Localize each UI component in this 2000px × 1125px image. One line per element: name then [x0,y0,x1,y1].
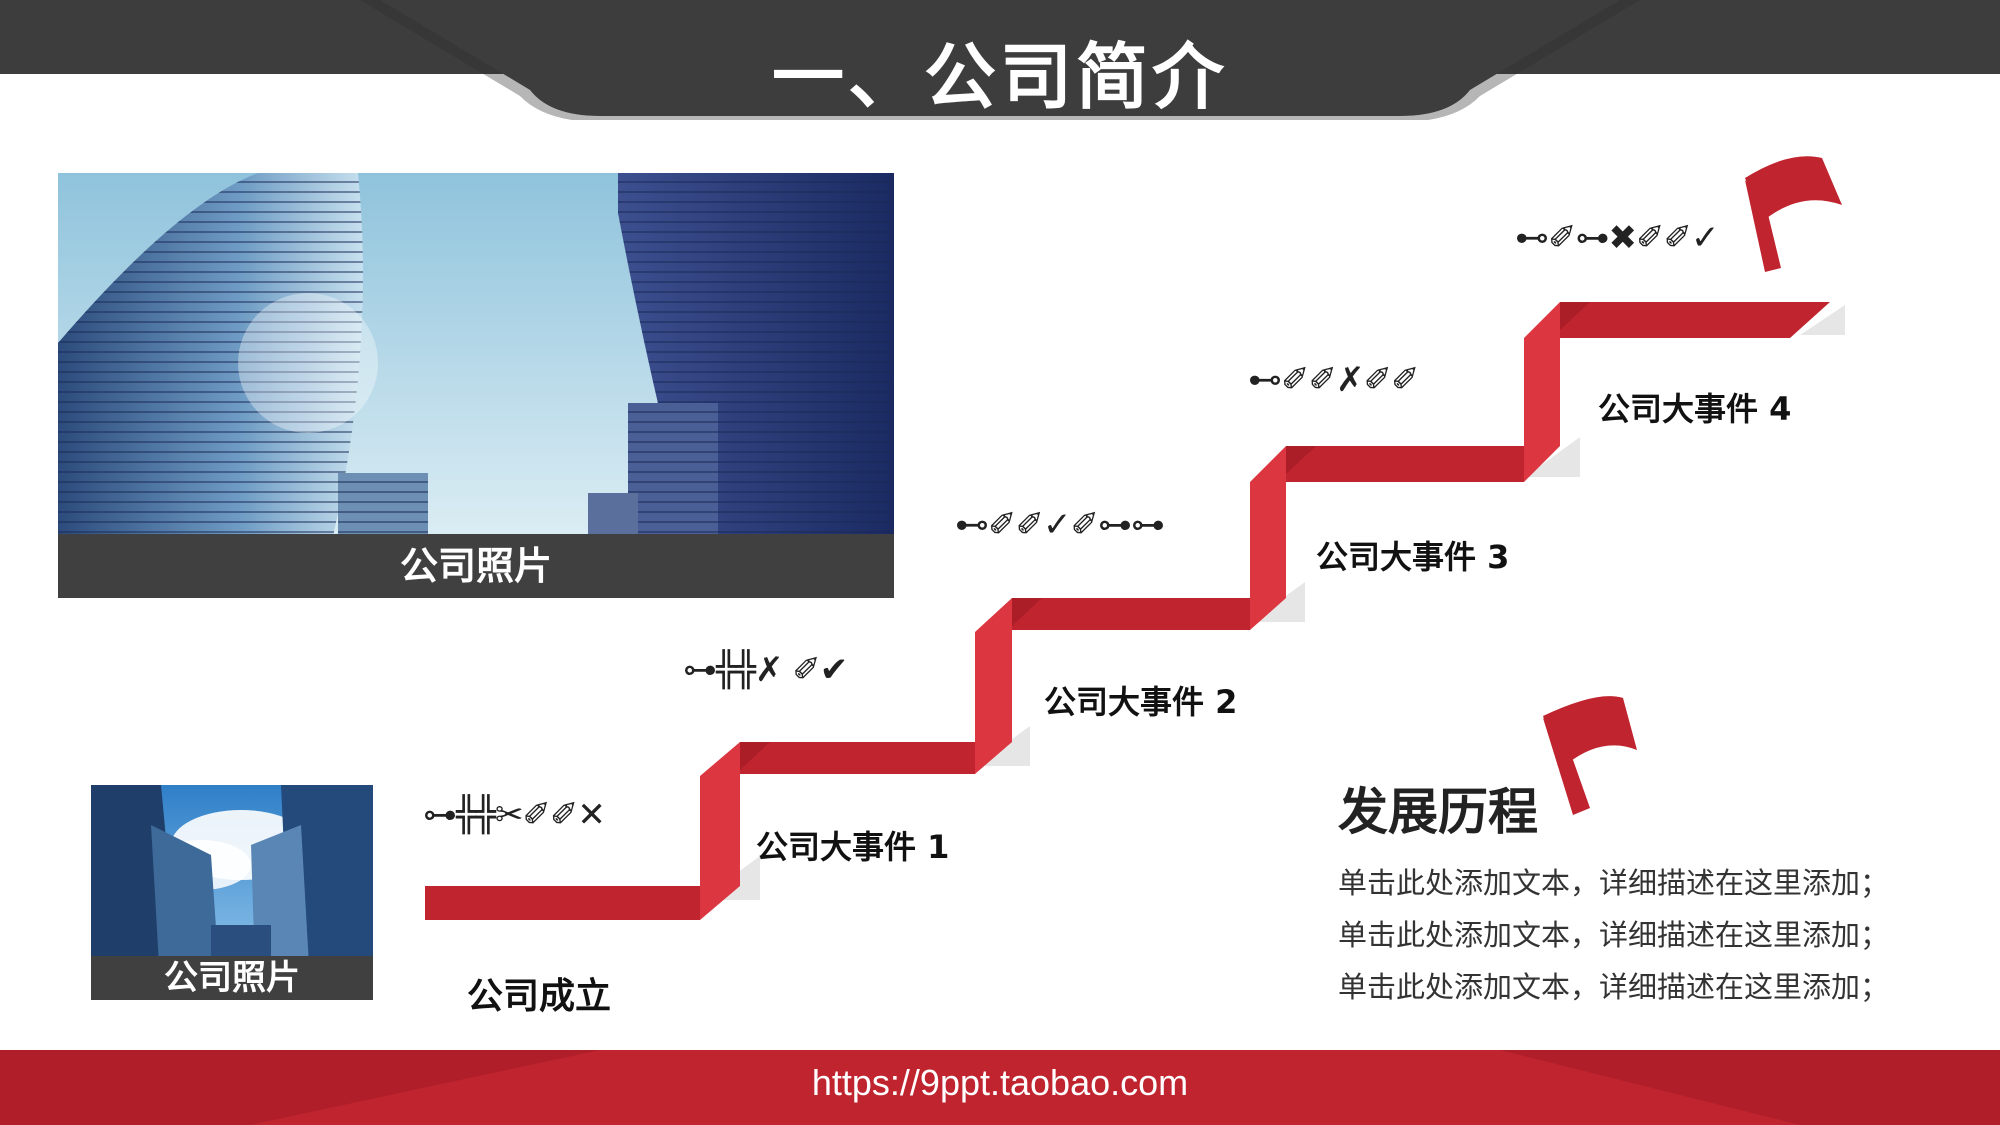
header-banner [0,0,2000,120]
decorative-glyphs: ⊷✐✐✓✐⊶⊶ [955,505,1165,545]
timeline-event-label: 公司大事件 2 [1044,683,1238,721]
flag-icon [1745,156,1842,272]
history-title: 发展历程 [1338,783,1538,841]
decorative-glyphs: ⊷✐⊶✖✐✐✓ [1515,218,1719,258]
flag-icon [1543,696,1637,815]
photo-caption-large: 公司照片 [58,534,894,598]
page-title: 一、公司简介 [771,35,1228,119]
history-text-line: 单击此处添加文本，详细描述在这里添加； [1338,918,1890,952]
skyscraper-image [58,173,894,598]
timeline-event-label: 公司大事件 4 [1598,390,1792,428]
company-photo-large: 公司照片 [58,173,894,598]
decorative-glyphs: ⊷✐✐✗✐✐ [1248,360,1419,400]
footer-banner [0,1050,2000,1125]
decorative-glyphs: ⊶╬╬✂✐✐✕ [423,795,606,835]
timeline-event-label: 公司大事件 3 [1316,538,1510,576]
timeline-event-label: 公司大事件 1 [756,828,950,866]
footer-url[interactable]: https://9ppt.taobao.com [811,1062,1189,1103]
history-text-line: 单击此处添加文本，详细描述在这里添加； [1338,970,1890,1004]
company-photo-small: 公司照片 [91,785,373,1000]
photo-caption-small: 公司照片 [91,956,373,1000]
timeline-start-label: 公司成立 [467,976,612,1017]
decorative-glyphs: ⊶╬╬✗ ✐✔ [683,650,848,690]
history-text-line: 单击此处添加文本，详细描述在这里添加； [1338,866,1890,900]
